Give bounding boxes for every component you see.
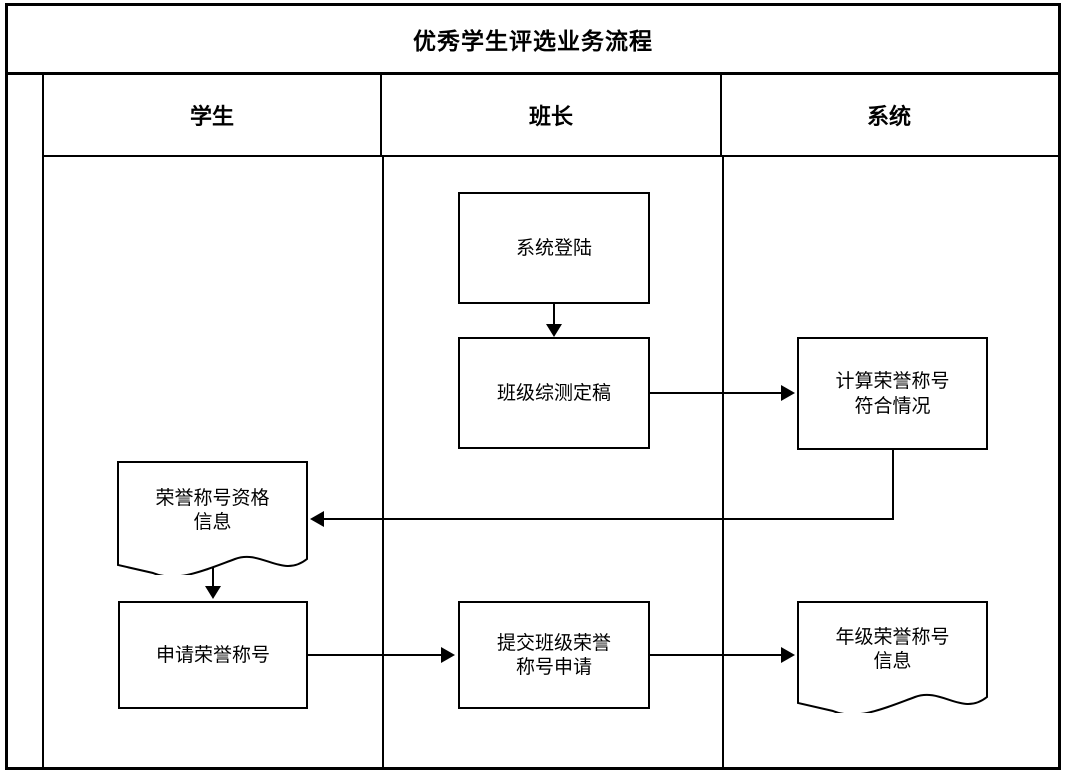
phase-gutter-divider [42, 75, 44, 767]
edge-submit-to-grade-arrowhead [781, 647, 795, 663]
node-grade-honor-info-label-line1: 年级荣誉称号 [835, 625, 950, 648]
node-apply-honor-title[interactable]: 申请荣誉称号 [118, 601, 308, 709]
edge-submit-to-grade-line [650, 654, 783, 656]
node-calculate-honor-eligibility-label-line1: 计算荣誉称号 [835, 370, 950, 393]
swimlane-header-monitor-label: 班长 [528, 105, 573, 130]
swimlane-header-student-label: 学生 [189, 105, 234, 130]
document-shape-icon [797, 601, 988, 713]
page-title: 优秀学生评选业务流程 [413, 29, 653, 55]
node-system-login-label: 系统登陆 [515, 236, 592, 259]
node-honor-qualification-info-label-line2: 信息 [193, 511, 232, 533]
node-system-login[interactable]: 系统登陆 [458, 192, 650, 304]
swimlane-header-row: 学生 班长 系统 [44, 75, 1058, 157]
swimlane-header-system: 系统 [722, 75, 1056, 155]
diagram-title-row: 优秀学生评选业务流程 [8, 6, 1058, 75]
swimlane-header-student: 学生 [44, 75, 382, 155]
swimlane-header-monitor: 班长 [382, 75, 722, 155]
node-honor-qualification-info-label-line1: 荣誉称号资格 [155, 486, 270, 509]
node-honor-qualification-info[interactable]: 荣誉称号资格 信息 [117, 461, 308, 575]
edge-login-to-final-line [553, 304, 555, 326]
node-submit-class-honor-application-label-line2: 称号申请 [515, 656, 592, 678]
edge-qual-to-apply-arrowhead [205, 586, 221, 599]
edge-apply-to-submit-arrowhead [441, 647, 455, 663]
node-grade-honor-info[interactable]: 年级荣誉称号 信息 [797, 601, 988, 713]
swimlane-divider-monitor-system [722, 157, 724, 767]
edge-apply-to-submit-line [308, 654, 443, 656]
edge-login-to-final-arrowhead [546, 324, 562, 337]
node-class-assessment-final-label: 班级综测定稿 [496, 381, 611, 404]
node-submit-class-honor-application[interactable]: 提交班级荣誉 称号申请 [458, 601, 650, 709]
node-submit-class-honor-application-label-line1: 提交班级荣誉 [496, 631, 611, 654]
node-class-assessment-final[interactable]: 班级综测定稿 [458, 337, 650, 449]
document-shape-icon [117, 461, 308, 575]
edge-calc-to-qual-arrowhead [310, 511, 324, 527]
node-calculate-honor-eligibility[interactable]: 计算荣誉称号 符合情况 [797, 337, 988, 450]
swimlane-divider-student-monitor [382, 157, 384, 767]
node-grade-honor-info-label-line2: 信息 [873, 650, 912, 672]
edge-calc-to-qual-segment-horizontal [324, 518, 894, 520]
node-apply-honor-title-label: 申请荣誉称号 [155, 643, 270, 666]
swimlane-header-system-label: 系统 [866, 105, 911, 130]
edge-final-to-calc-line [650, 392, 783, 394]
edge-calc-to-qual-segment-vertical [892, 450, 894, 520]
diagram-outer-frame [5, 3, 1061, 770]
edge-final-to-calc-arrowhead [781, 385, 795, 401]
node-calculate-honor-eligibility-label-line2: 符合情况 [854, 394, 931, 417]
